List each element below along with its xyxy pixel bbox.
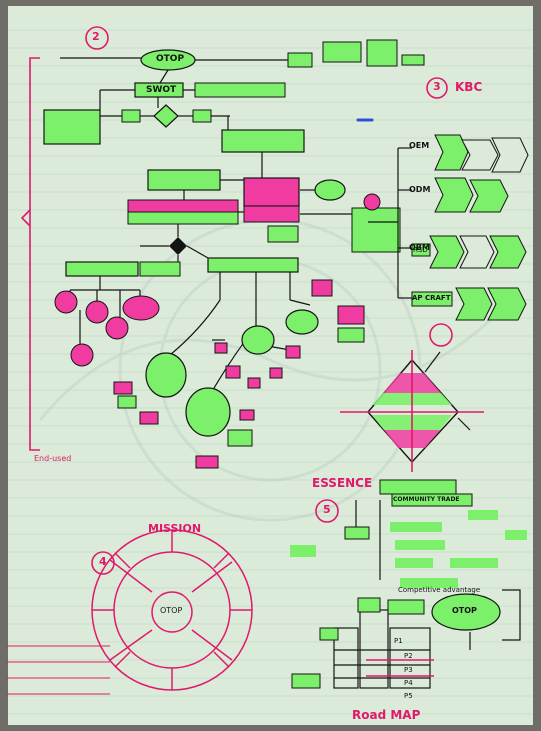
otop-node-label: OTOP	[156, 54, 185, 64]
swot-box-label: SWOT	[146, 85, 177, 95]
road-map-p2: P2	[404, 652, 413, 660]
otop-circle-center-label: OTOP	[160, 606, 183, 615]
section-number-3: 3	[433, 80, 441, 93]
section-number-2: 2	[92, 30, 100, 43]
rsd-label: RSD	[413, 246, 428, 254]
community-trade-label: COMMUNITY TRADE	[393, 496, 460, 503]
end-used-label: End-used	[34, 454, 72, 463]
road-map-p3: P3	[404, 666, 413, 674]
section-number-4: 4	[99, 555, 107, 568]
odm-label: ODM	[409, 185, 431, 194]
kbc-heading: KBC	[455, 80, 483, 94]
ap-craft-label: AP CRAFT	[412, 294, 451, 302]
road-map-heading: Road MAP	[352, 708, 421, 722]
road-map-p4: P4	[404, 679, 413, 687]
essence-heading: ESSENCE	[312, 476, 373, 490]
otop-ellipse-label: OTOP	[452, 606, 477, 615]
competitive-advantage-label: Competitive advantage	[398, 586, 481, 594]
section-number-5: 5	[323, 503, 331, 516]
road-map-p1: P1	[394, 637, 403, 645]
road-map-p5: P5	[404, 692, 413, 700]
mission-heading: MISSION	[148, 522, 202, 535]
obm-label: OBM	[409, 243, 430, 252]
oem-label: OEM	[409, 141, 430, 150]
